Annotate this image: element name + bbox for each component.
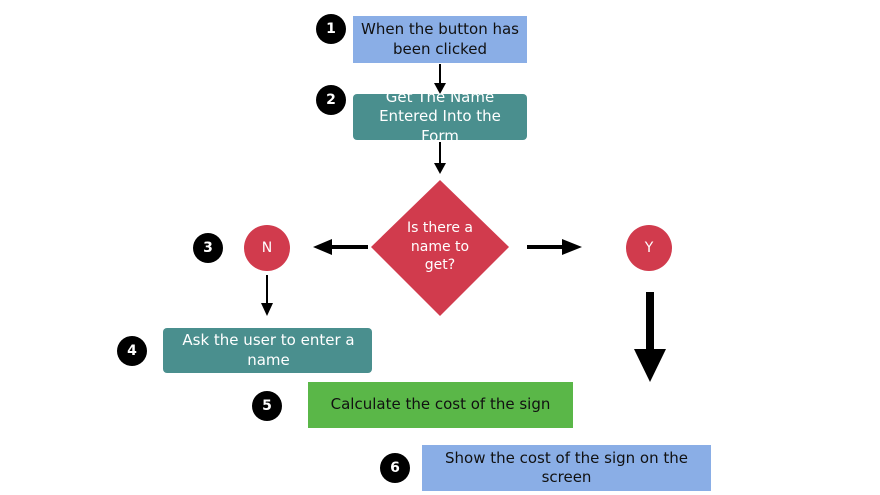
arrow-decision-to-yes-head [562, 239, 582, 255]
arrow-yes-down-head [634, 349, 666, 382]
step-1-box: When the button has been clicked [353, 16, 527, 63]
step-6-box: Show the cost of the sign on the screen [422, 445, 711, 491]
step-number-3: 3 [193, 233, 223, 263]
step-5-box: Calculate the cost of the sign [308, 382, 573, 428]
arrow-1-to-2-head [434, 83, 446, 94]
no-branch-circle: N [244, 225, 290, 271]
step-2-box: Get The Name Entered Into the Form [353, 88, 527, 145]
arrow-yes-down [646, 292, 654, 350]
step-number-1: 1 [316, 14, 346, 44]
decision-text: Is there a name to get? [407, 219, 473, 274]
step-number-6: 6 [380, 453, 410, 483]
arrow-2-to-decision-head [434, 163, 446, 174]
step-number-4: 4 [117, 336, 147, 366]
arrow-no-to-4-head [261, 303, 273, 316]
yes-branch-circle: Y [626, 225, 672, 271]
decision-diamond [371, 180, 509, 316]
step-number-5: 5 [252, 391, 282, 421]
step-4-box: Ask the user to enter a name [163, 328, 372, 373]
step-number-2: 2 [316, 85, 346, 115]
arrow-decision-to-no-head [313, 239, 332, 255]
